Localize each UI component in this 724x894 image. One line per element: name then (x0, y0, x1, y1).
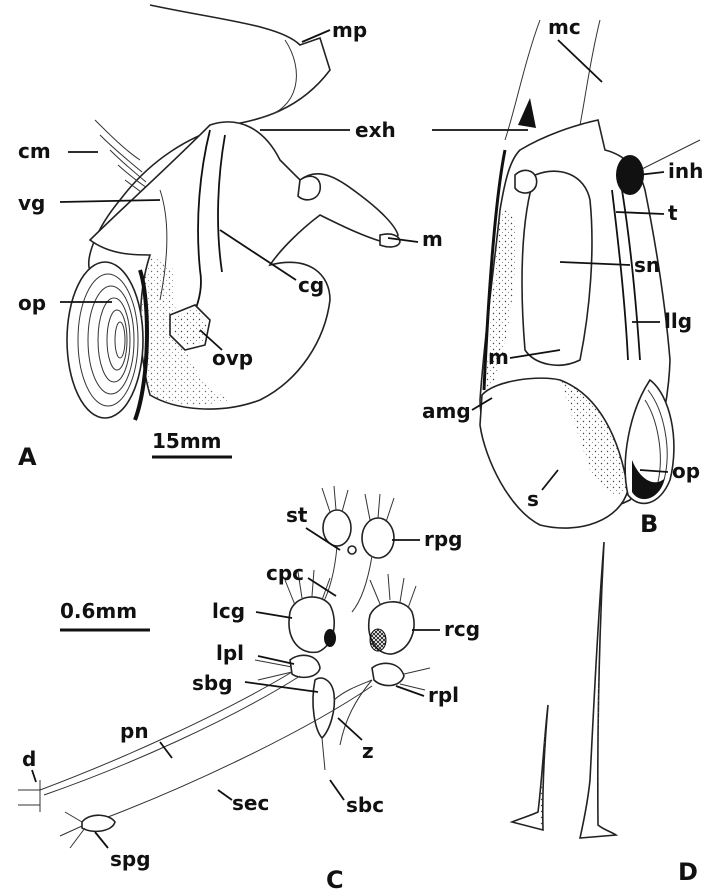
label-cpc: cpc (266, 561, 304, 585)
label-inh: inh (668, 159, 703, 183)
label-s: s (527, 487, 539, 511)
label-sn: sn (634, 253, 660, 277)
statocyst (348, 546, 356, 554)
subesophageal-connective (322, 738, 325, 770)
panel-letter-d: D (678, 858, 698, 886)
left-eye-spot (324, 629, 336, 647)
pallial-nerve (40, 672, 292, 790)
label-rpl: rpl (428, 683, 459, 707)
label-cm: cm (18, 139, 51, 163)
leader-mc (558, 40, 602, 82)
label-exh: exh (355, 118, 396, 142)
leader-lpl (258, 656, 294, 664)
pallial-nerve-2 (44, 676, 300, 795)
spg-nerves (60, 812, 85, 848)
upper-ganglia (323, 510, 394, 558)
label-t: t (668, 201, 678, 225)
label-sec: sec (232, 791, 269, 815)
scale-label-a: 15mm (152, 429, 222, 453)
tentacle (298, 176, 320, 199)
panel-d: D (512, 542, 698, 886)
leader-spg (95, 832, 108, 848)
leader-rpl (396, 686, 424, 696)
panel-letter-a: A (18, 443, 37, 471)
left-pleural-ganglion (290, 655, 320, 677)
label-rpg: rpg (424, 527, 463, 551)
leader-sbc (330, 780, 344, 800)
label-pn: pn (120, 719, 149, 743)
cerebropedal-connective-2 (352, 556, 372, 612)
label-vg: vg (18, 191, 45, 215)
leader-sec (218, 790, 232, 800)
exhalant-siphon (518, 98, 536, 128)
leader-d (32, 770, 36, 782)
right-pleural-ganglion (372, 663, 404, 685)
panel-letter-b: B (640, 510, 658, 538)
label-d: d (22, 747, 36, 771)
subesophageal-ganglion (313, 678, 334, 738)
label-m-b: m (488, 345, 509, 369)
snout-tip (380, 234, 400, 247)
snout (522, 171, 592, 365)
label-mp: mp (332, 18, 367, 42)
leader-sbg (245, 682, 318, 692)
label-amg: amg (422, 399, 471, 423)
tentacle-b (515, 170, 537, 193)
panel-letter-c: C (326, 866, 344, 894)
label-z: z (362, 739, 374, 763)
mantle-collar-outline-2 (580, 20, 600, 125)
label-lcg: lcg (212, 599, 245, 623)
label-llg: llg (664, 309, 692, 333)
scale-label-c: 0.6mm (60, 599, 137, 623)
label-sbg: sbg (192, 671, 233, 695)
panel-b: mc inh t sn llg m amg op s B (422, 15, 703, 538)
leader-lcg (256, 612, 292, 618)
label-op-a: op (18, 291, 46, 315)
label-mc: mc (548, 15, 581, 39)
label-op-b: op (672, 459, 700, 483)
label-st: st (286, 503, 308, 527)
right-eye-spot (370, 629, 386, 651)
panel-c: st rpg cpc lcg rcg lpl sbg rpl pn z d se… (18, 486, 480, 894)
label-ovp: ovp (212, 346, 253, 370)
label-cg: cg (298, 273, 324, 297)
supraesophageal-ganglion (82, 815, 115, 831)
label-spg: spg (110, 847, 151, 871)
label-lpl: lpl (216, 641, 244, 665)
ganglion-d (18, 780, 40, 812)
label-m-a: m (422, 227, 443, 251)
label-sbc: sbc (346, 793, 384, 817)
panel-a: mp cm exh vg m cg op ovp A 15mm (18, 5, 443, 471)
label-rcg: rcg (444, 617, 480, 641)
